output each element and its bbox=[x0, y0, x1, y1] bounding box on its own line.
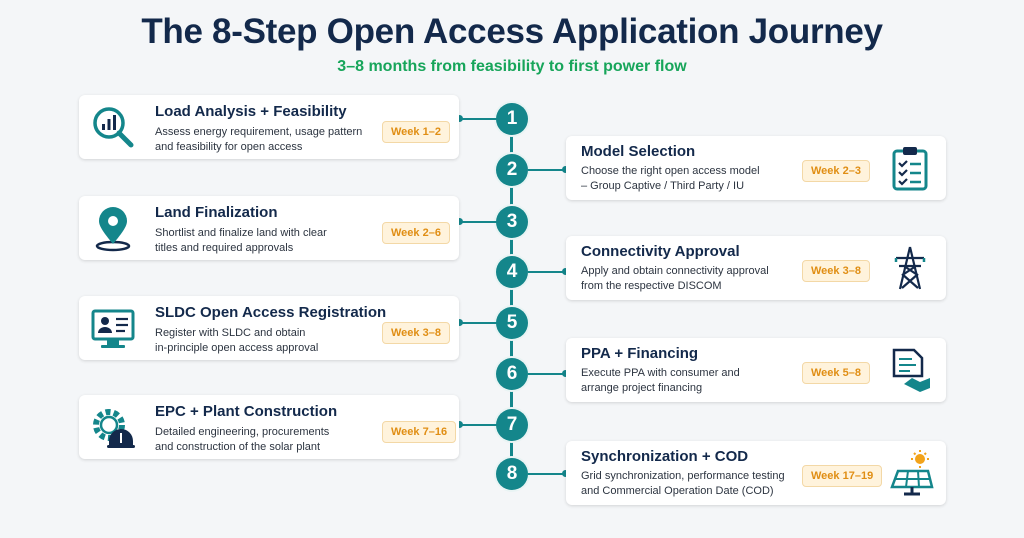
connector-dot-step-8 bbox=[562, 470, 569, 477]
connector-dot-step-6 bbox=[562, 370, 569, 377]
step-4-number: 4 bbox=[496, 256, 528, 288]
step-card-4: Connectivity Approval Apply and obtain c… bbox=[566, 236, 946, 300]
step-card-2: Model Selection Choose the right open ac… bbox=[566, 136, 946, 200]
step-2-description: Choose the right open access model – Gro… bbox=[581, 165, 760, 192]
step-card-1: Load Analysis + Feasibility Assess energ… bbox=[79, 95, 459, 159]
transmission-tower-icon bbox=[894, 246, 926, 290]
connector-step-5 bbox=[459, 322, 497, 324]
connector-step-7 bbox=[459, 424, 497, 426]
step-1-description: Assess energy requirement, usage pattern… bbox=[155, 126, 363, 153]
step-8-week-badge: Week 17–19 bbox=[802, 465, 883, 487]
step-card-7: EPC + Plant Construction Detailed engine… bbox=[79, 395, 459, 459]
step-5-number: 5 bbox=[496, 307, 528, 339]
connector-step-2 bbox=[528, 169, 566, 171]
step-1-title: Load Analysis + Feasibility bbox=[155, 103, 347, 120]
monitor-profile-icon bbox=[91, 309, 135, 348]
connector-step-4 bbox=[528, 271, 566, 273]
connector-dot-step-7 bbox=[456, 421, 463, 428]
step-3-title: Land Finalization bbox=[155, 204, 278, 221]
step-4-description: Apply and obtain connectivity approval f… bbox=[581, 265, 769, 292]
gear-hardhat-icon bbox=[93, 409, 135, 448]
step-2-title: Model Selection bbox=[581, 143, 696, 160]
solar-panel-sun-icon bbox=[890, 450, 934, 496]
step-7-description: Detailed engineering, procurements and c… bbox=[155, 426, 330, 453]
step-2-week-badge: Week 2–3 bbox=[802, 160, 870, 182]
page-title: The 8-Step Open Access Application Journ… bbox=[141, 12, 883, 51]
step-3-description: Shortlist and finalize land with clear t… bbox=[155, 227, 327, 254]
step-6-description: Execute PPA with consumer and arrange pr… bbox=[581, 367, 740, 394]
step-4-title: Connectivity Approval bbox=[581, 243, 740, 260]
step-8-description: Grid synchronization, performance testin… bbox=[581, 470, 785, 497]
location-pin-icon bbox=[95, 207, 131, 252]
step-3-week-badge: Week 2–6 bbox=[382, 222, 450, 244]
connector-dot-step-1 bbox=[456, 115, 463, 122]
step-6-number: 6 bbox=[496, 358, 528, 390]
document-handshake-icon bbox=[892, 348, 930, 392]
step-6-title: PPA + Financing bbox=[581, 345, 699, 362]
step-7-week-badge: Week 7–16 bbox=[382, 421, 457, 443]
step-7-number: 7 bbox=[496, 409, 528, 441]
step-4-week-badge: Week 3–8 bbox=[802, 260, 870, 282]
step-1-week-badge: Week 1–2 bbox=[382, 121, 450, 143]
connector-step-8 bbox=[528, 473, 566, 475]
step-3-number: 3 bbox=[496, 206, 528, 238]
step-8-number: 8 bbox=[496, 458, 528, 490]
step-5-title: SLDC Open Access Registration bbox=[155, 304, 387, 321]
connector-dot-step-2 bbox=[562, 166, 569, 173]
connector-dot-step-4 bbox=[562, 268, 569, 275]
step-card-8: Synchronization + COD Grid synchronizati… bbox=[566, 441, 946, 505]
step-5-description: Register with SLDC and obtain in-princip… bbox=[155, 327, 319, 354]
step-6-week-badge: Week 5–8 bbox=[802, 362, 870, 384]
clipboard-checklist-icon bbox=[892, 147, 928, 191]
step-8-title: Synchronization + COD bbox=[581, 448, 749, 465]
connector-step-1 bbox=[459, 118, 497, 120]
connector-step-6 bbox=[528, 373, 566, 375]
page-subtitle: 3–8 months from feasibility to first pow… bbox=[337, 58, 687, 75]
analysis-magnifier-icon bbox=[93, 107, 134, 148]
step-card-6: PPA + Financing Execute PPA with consume… bbox=[566, 338, 946, 402]
connector-dot-step-5 bbox=[456, 319, 463, 326]
step-5-week-badge: Week 3–8 bbox=[382, 322, 450, 344]
step-card-5: SLDC Open Access Registration Register w… bbox=[79, 296, 459, 360]
step-2-number: 2 bbox=[496, 154, 528, 186]
timeline-spine bbox=[510, 118, 513, 474]
connector-dot-step-3 bbox=[456, 218, 463, 225]
step-card-3: Land Finalization Shortlist and finalize… bbox=[79, 196, 459, 260]
connector-step-3 bbox=[459, 221, 497, 223]
step-1-number: 1 bbox=[496, 103, 528, 135]
step-7-title: EPC + Plant Construction bbox=[155, 403, 338, 420]
